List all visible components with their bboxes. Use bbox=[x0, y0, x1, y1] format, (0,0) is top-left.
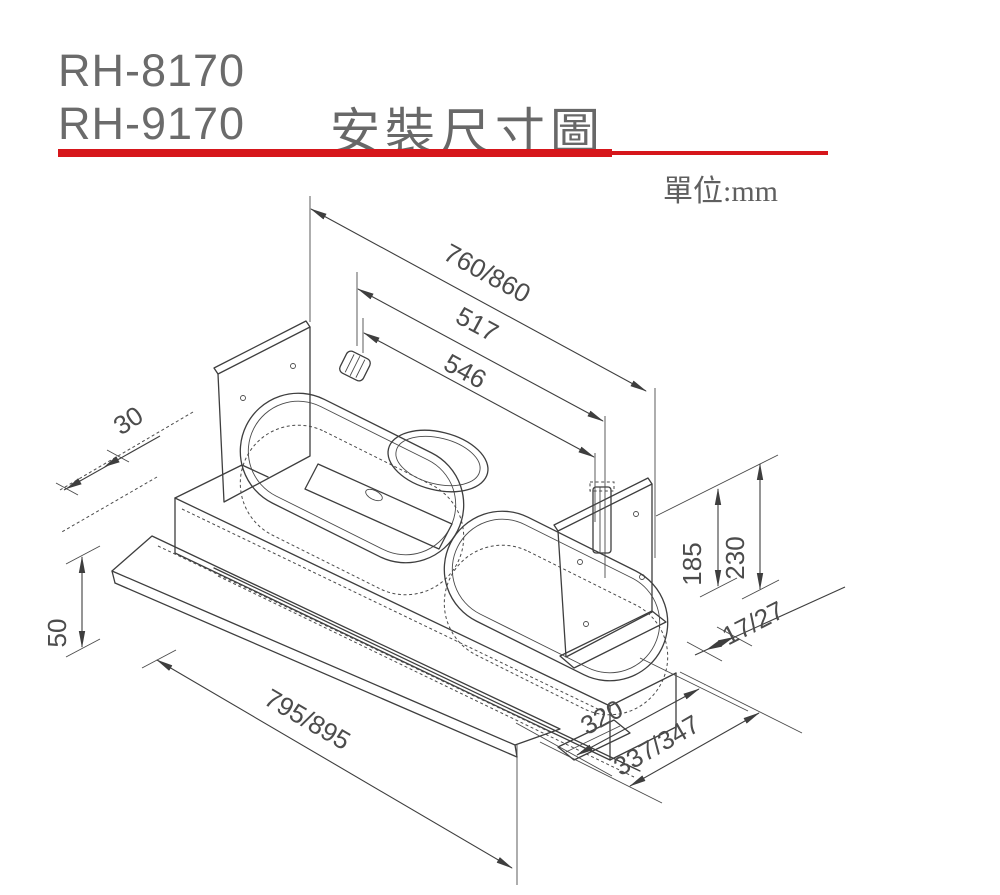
mounting-plate-right bbox=[553, 477, 667, 669]
clip-bracket-left bbox=[339, 350, 371, 382]
model-number-2: RH-9170 bbox=[58, 98, 246, 149]
dim-label-back-offset: 30 bbox=[108, 400, 149, 441]
accent-rule-thin bbox=[612, 151, 828, 155]
dim-label-back-gap: 17/27 bbox=[717, 595, 789, 651]
dim-label-top-overall: 760/860 bbox=[439, 237, 536, 308]
dimension-lines bbox=[63, 208, 846, 869]
dim-label-visor-drop: 50 bbox=[42, 619, 72, 648]
dim-label-overall-height: 230 bbox=[720, 536, 750, 579]
dim-label-bracket-span: 546 bbox=[439, 348, 491, 395]
center-mounting-rail bbox=[304, 463, 453, 550]
hook-bracket-right bbox=[589, 481, 615, 554]
model-numbers: RH-8170 RH-9170 bbox=[58, 44, 245, 150]
extension-lines bbox=[55, 196, 803, 885]
dim-line-337-347 bbox=[629, 712, 760, 787]
dimension-labels: 760/860 517 546 30 50 795/895 320 337/34… bbox=[42, 237, 789, 781]
blower-housing-left bbox=[239, 392, 465, 596]
dim-label-body-width: 795/895 bbox=[259, 683, 355, 756]
accent-rule-thick bbox=[58, 149, 612, 157]
mounting-plate-left bbox=[213, 320, 311, 503]
dim-label-top-inner: 517 bbox=[451, 301, 503, 348]
dim-line-546 bbox=[363, 332, 595, 458]
dim-line-795-895 bbox=[156, 659, 513, 869]
air-outlet-ring bbox=[387, 429, 489, 493]
unit-label: 單位:mm bbox=[663, 175, 779, 208]
model-number-1: RH-8170 bbox=[58, 45, 246, 96]
blower-housing-right bbox=[443, 510, 669, 716]
dim-label-body-height: 185 bbox=[677, 542, 707, 585]
